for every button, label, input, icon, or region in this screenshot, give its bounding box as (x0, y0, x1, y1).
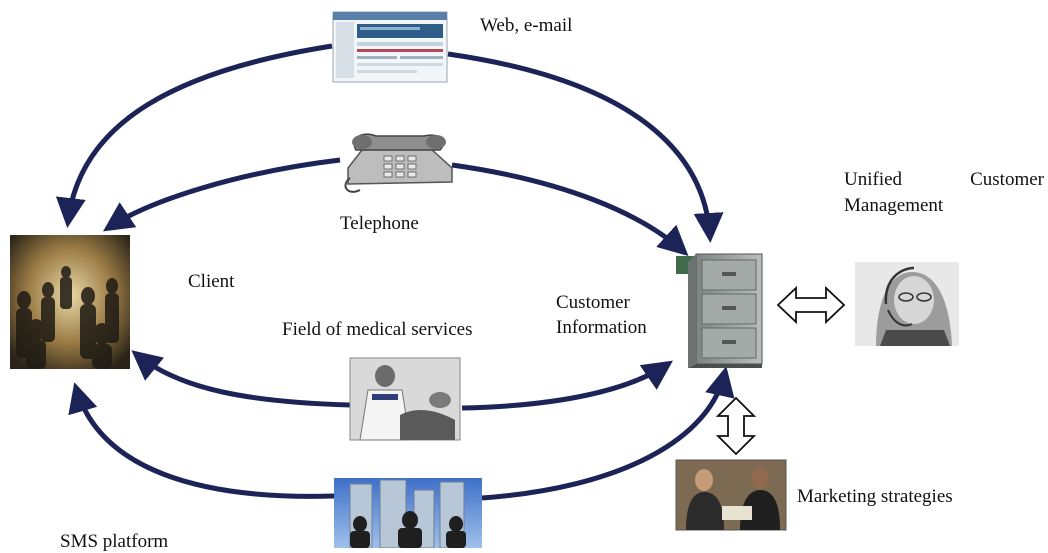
medical-services-label: Field of medical services (282, 319, 473, 340)
arrow-medical-to-cabinet (461, 360, 673, 411)
arrow-medical-to-client (131, 350, 351, 408)
business-people-photo-icon (334, 478, 482, 548)
arrow-telephone-to-cabinet (451, 162, 689, 257)
headset-operator-photo-icon (855, 262, 959, 346)
arrow-telephone-to-client (103, 157, 341, 232)
telephone-label: Telephone (340, 213, 419, 234)
customer-information-label-line1: Customer (556, 292, 630, 313)
double-arrow-horizontal (776, 285, 846, 325)
arrow-web-to-client (55, 43, 333, 228)
web-email-label: Web, e-mail (480, 15, 573, 36)
business-meeting-photo-icon (675, 459, 787, 531)
filing-cabinet-icon (676, 253, 763, 368)
double-arrow-vertical (715, 396, 757, 456)
arrow-web-to-cabinet (447, 51, 724, 243)
crowd-photo-icon (10, 235, 130, 369)
web-page-screenshot-icon (332, 11, 448, 83)
client-label: Client (188, 271, 235, 292)
arrow-sms-to-client (68, 382, 335, 499)
marketing-strategies-label: Marketing strategies (797, 486, 953, 507)
sms-platform-label: SMS platform (60, 531, 169, 552)
arrows (55, 43, 735, 501)
unified-customer-management-label-line2: Management (844, 195, 944, 216)
unified-customer-management-label-line1: Unified Customer (844, 169, 1044, 190)
customer-information-label-line2: Information (556, 317, 647, 338)
arrow-sms-to-cabinet (481, 366, 735, 501)
telephone-icon (344, 133, 453, 193)
nurse-patient-photo-icon (349, 357, 461, 441)
